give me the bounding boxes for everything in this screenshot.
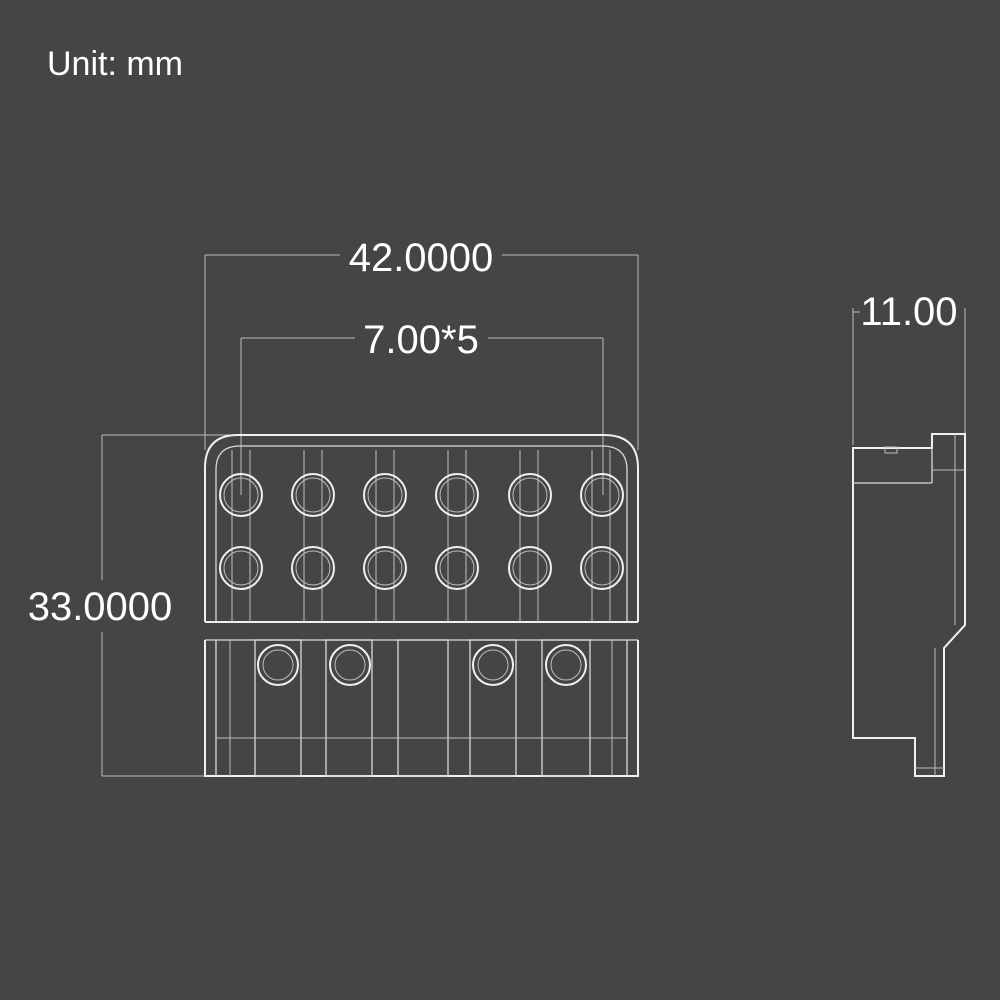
saddle-screw-hole (329, 644, 371, 686)
spacing-dimension: 7.00*5 (240, 318, 604, 495)
hole (291, 546, 335, 590)
saddle-screw-hole (257, 644, 299, 686)
hole (580, 546, 624, 590)
bridge-front-view (204, 434, 639, 777)
hole (508, 473, 552, 517)
hole (435, 546, 479, 590)
width-dimension-label: 42.0000 (349, 236, 494, 280)
hole (363, 546, 407, 590)
string-channels (231, 450, 611, 622)
hole-row-top (219, 473, 624, 517)
depth-dimension: 11.00 (852, 290, 966, 445)
saddle-blocks (204, 639, 639, 777)
bridge-upper-body (204, 434, 639, 622)
width-dimension: 42.0000 (204, 236, 639, 450)
side-profile (852, 433, 966, 777)
hole (291, 473, 335, 517)
hole (219, 546, 263, 590)
hole (435, 473, 479, 517)
spacing-dimension-label: 7.00*5 (363, 318, 479, 362)
hole (580, 473, 624, 517)
hole-row-bottom (219, 546, 624, 590)
saddle-screw-hole (545, 644, 587, 686)
depth-dimension-label: 11.00 (860, 290, 957, 334)
hole (363, 473, 407, 517)
unit-label: Unit: mm (47, 45, 183, 83)
height-dimension: 33.0000 (28, 434, 240, 777)
bridge-side-view (852, 433, 966, 777)
hole (508, 546, 552, 590)
height-dimension-label: 33.0000 (28, 585, 173, 629)
saddle-screw-hole (472, 644, 514, 686)
hole (219, 473, 263, 517)
